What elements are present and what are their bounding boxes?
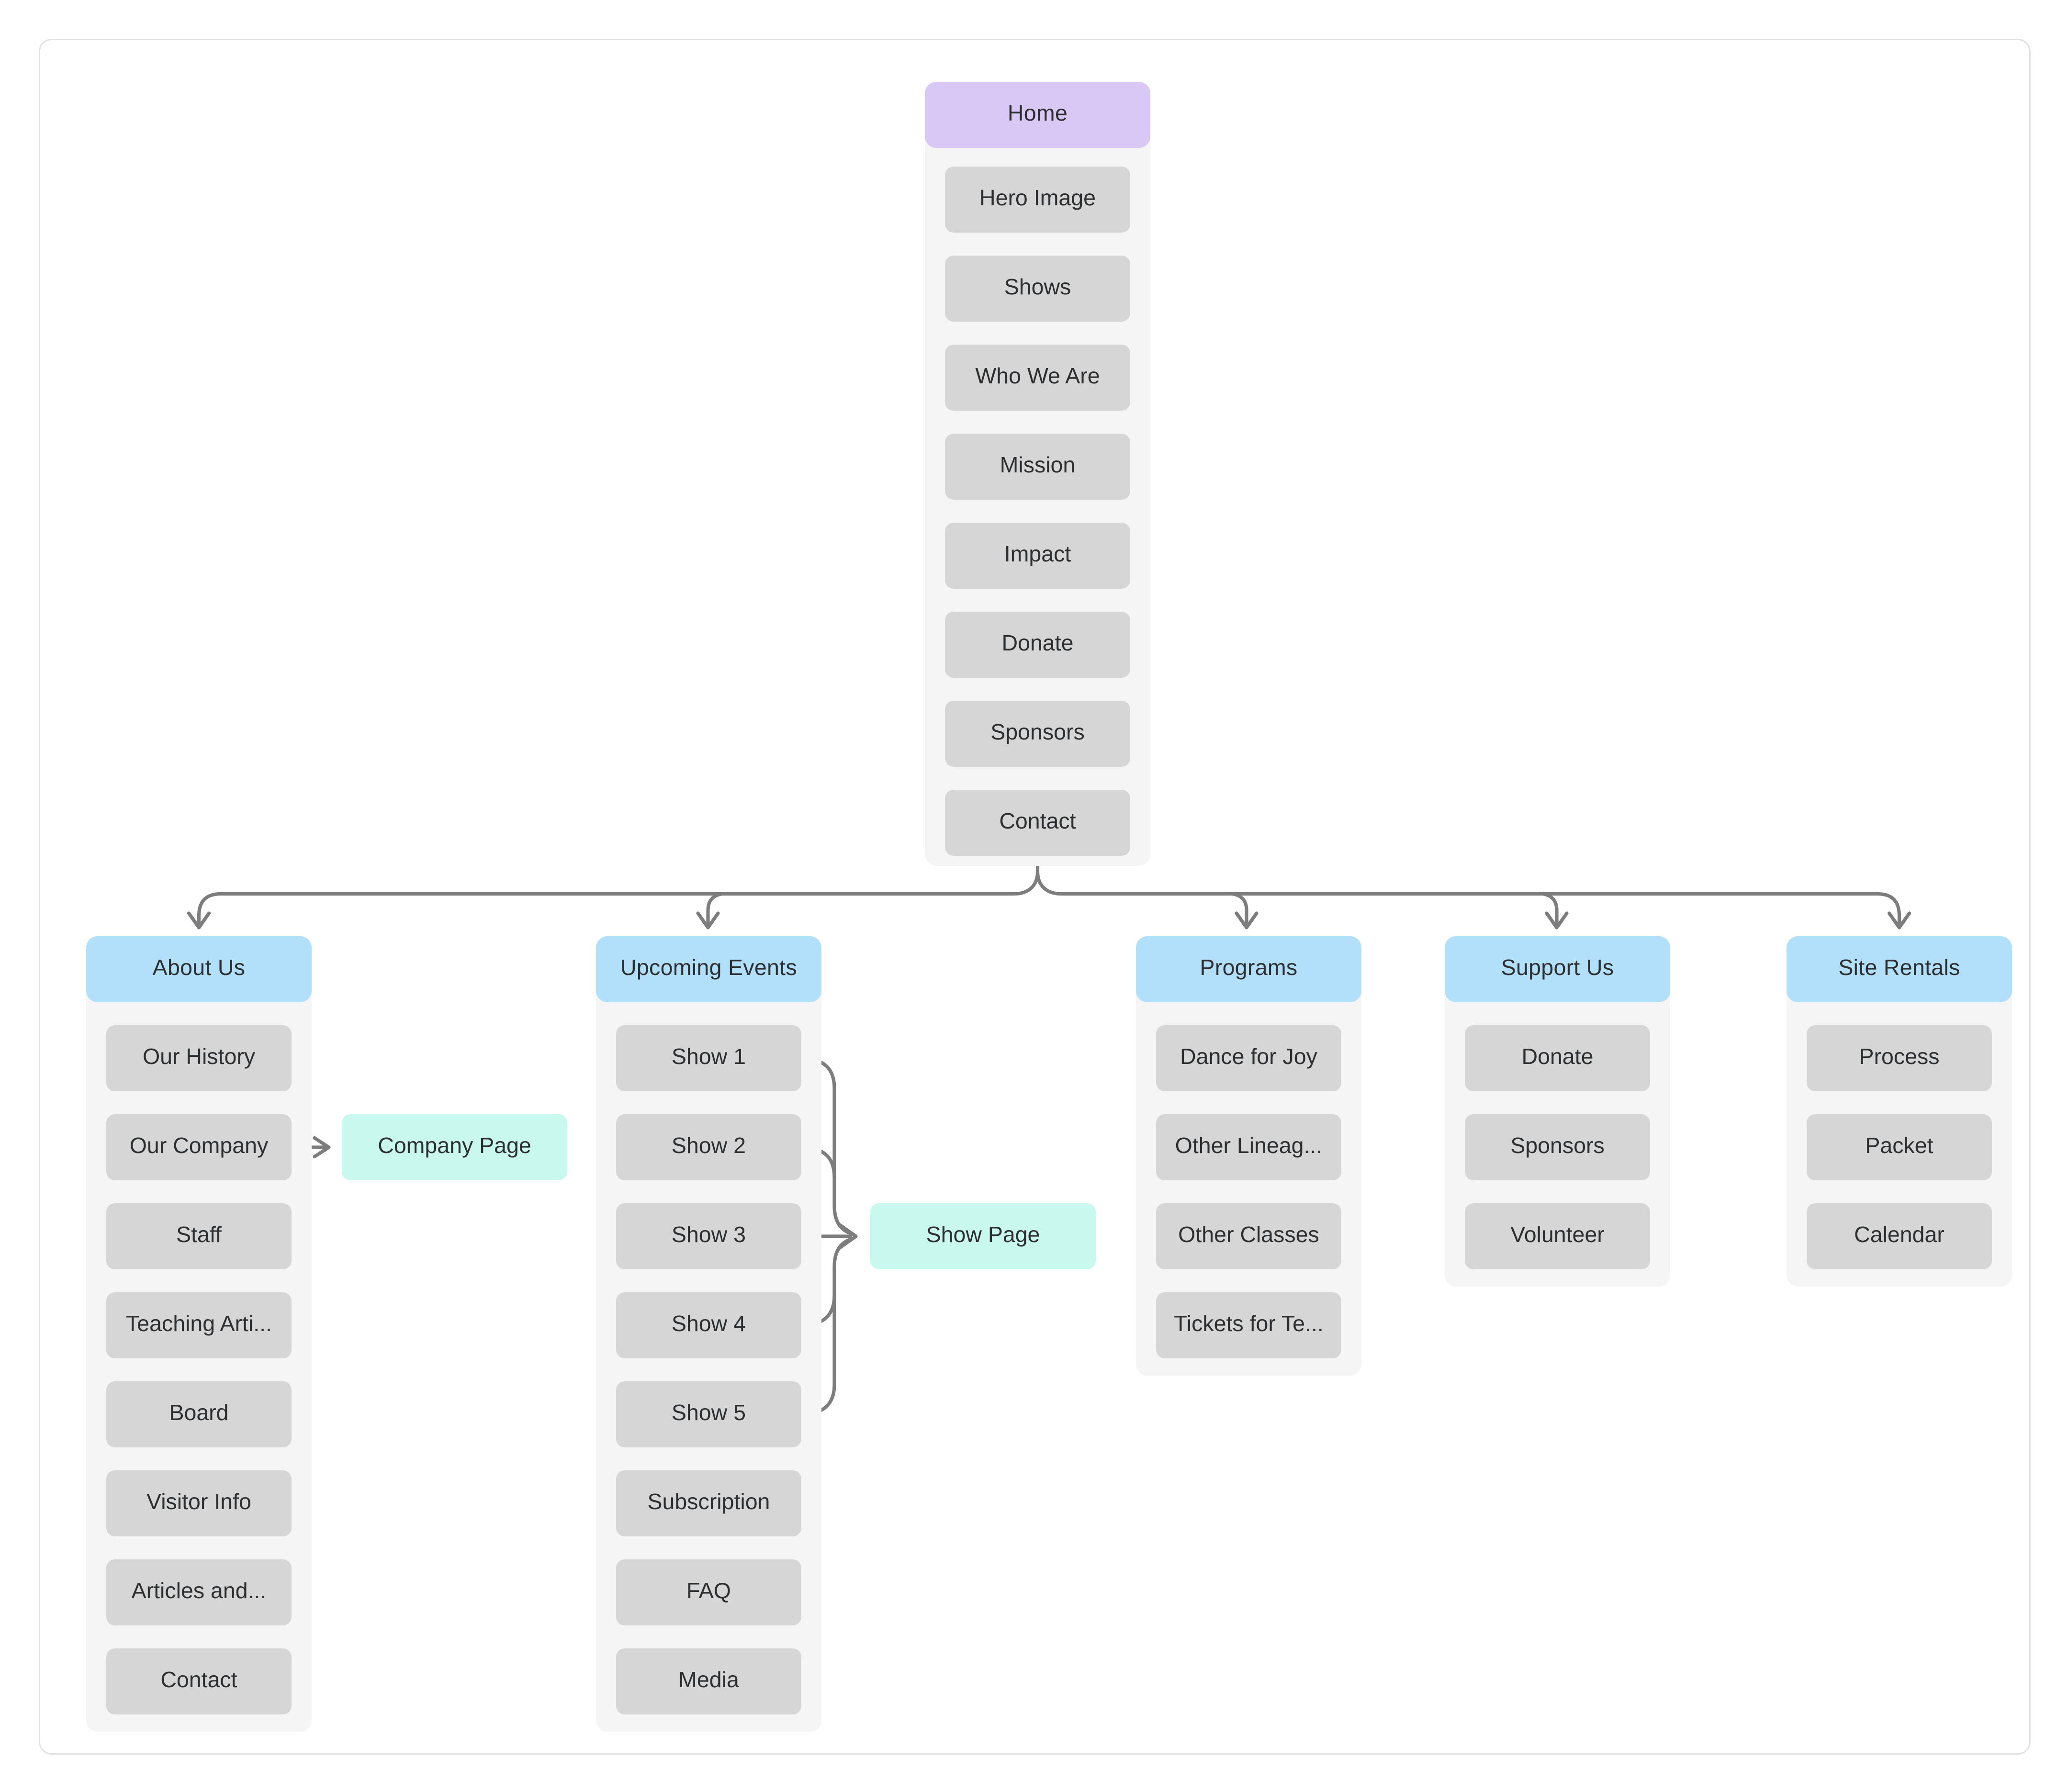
node-show-4[interactable]: Show 4 <box>616 1292 801 1358</box>
home-items: Hero Image Shows Who We Are Mission Impa… <box>925 148 1150 866</box>
node-show-5[interactable]: Show 5 <box>616 1381 801 1447</box>
node-visitor-info[interactable]: Visitor Info <box>106 1470 292 1536</box>
node-sponsors[interactable]: Sponsors <box>945 701 1130 767</box>
programs-items: Dance for Joy Other Lineag... Other Clas… <box>1136 1002 1361 1376</box>
node-home[interactable]: Home <box>925 82 1150 148</box>
node-our-company[interactable]: Our Company <box>106 1114 292 1180</box>
node-our-history[interactable]: Our History <box>106 1025 292 1091</box>
node-site-rentals[interactable]: Site Rentals <box>1787 936 2012 1002</box>
node-show-1[interactable]: Show 1 <box>616 1025 801 1091</box>
node-about-us[interactable]: About Us <box>86 936 312 1002</box>
group-programs: Programs Dance for Joy Other Lineag... O… <box>1136 936 1361 1376</box>
upcoming-events-items: Show 1 Show 2 Show 3 Show 4 Show 5 Subsc… <box>596 1002 821 1732</box>
node-contact[interactable]: Contact <box>945 790 1130 856</box>
group-site-rentals: Site Rentals Process Packet Calendar <box>1787 936 2012 1287</box>
node-shows[interactable]: Shows <box>945 256 1130 322</box>
group-about-us: About Us Our History Our Company Staff T… <box>86 936 312 1732</box>
node-support-us[interactable]: Support Us <box>1445 936 1670 1002</box>
node-faq[interactable]: FAQ <box>616 1559 801 1625</box>
node-volunteer[interactable]: Volunteer <box>1465 1203 1650 1269</box>
node-mission[interactable]: Mission <box>945 434 1130 500</box>
node-show-page[interactable]: Show Page <box>870 1203 1096 1269</box>
node-packet[interactable]: Packet <box>1807 1114 1992 1180</box>
site-rentals-items: Process Packet Calendar <box>1787 1002 2012 1287</box>
node-about-contact[interactable]: Contact <box>106 1648 292 1714</box>
node-support-sponsors[interactable]: Sponsors <box>1465 1114 1650 1180</box>
node-subscription[interactable]: Subscription <box>616 1470 801 1536</box>
node-process[interactable]: Process <box>1807 1025 1992 1091</box>
node-articles[interactable]: Articles and... <box>106 1559 292 1625</box>
node-other-classes[interactable]: Other Classes <box>1156 1203 1341 1269</box>
about-us-items: Our History Our Company Staff Teaching A… <box>86 1002 312 1732</box>
node-hero-image[interactable]: Hero Image <box>945 167 1130 233</box>
group-home: Home Hero Image Shows Who We Are Mission… <box>925 82 1150 866</box>
group-support-us: Support Us Donate Sponsors Volunteer <box>1445 936 1670 1287</box>
node-upcoming-events[interactable]: Upcoming Events <box>596 936 821 1002</box>
node-staff[interactable]: Staff <box>106 1203 292 1269</box>
node-dance-for-joy[interactable]: Dance for Joy <box>1156 1025 1341 1091</box>
node-media[interactable]: Media <box>616 1648 801 1714</box>
node-who-we-are[interactable]: Who We Are <box>945 345 1130 411</box>
support-us-items: Donate Sponsors Volunteer <box>1445 1002 1670 1287</box>
node-tickets-for-teachers[interactable]: Tickets for Te... <box>1156 1292 1341 1358</box>
node-show-2[interactable]: Show 2 <box>616 1114 801 1180</box>
node-donate[interactable]: Donate <box>945 612 1130 678</box>
node-programs[interactable]: Programs <box>1136 936 1361 1002</box>
node-support-donate[interactable]: Donate <box>1465 1025 1650 1091</box>
node-impact[interactable]: Impact <box>945 523 1130 589</box>
node-teaching-artists[interactable]: Teaching Arti... <box>106 1292 292 1358</box>
node-company-page[interactable]: Company Page <box>342 1114 567 1180</box>
node-show-3[interactable]: Show 3 <box>616 1203 801 1269</box>
node-calendar[interactable]: Calendar <box>1807 1203 1992 1269</box>
node-board[interactable]: Board <box>106 1381 292 1447</box>
node-other-lineages[interactable]: Other Lineag... <box>1156 1114 1341 1180</box>
group-upcoming-events: Upcoming Events Show 1 Show 2 Show 3 Sho… <box>596 936 821 1732</box>
